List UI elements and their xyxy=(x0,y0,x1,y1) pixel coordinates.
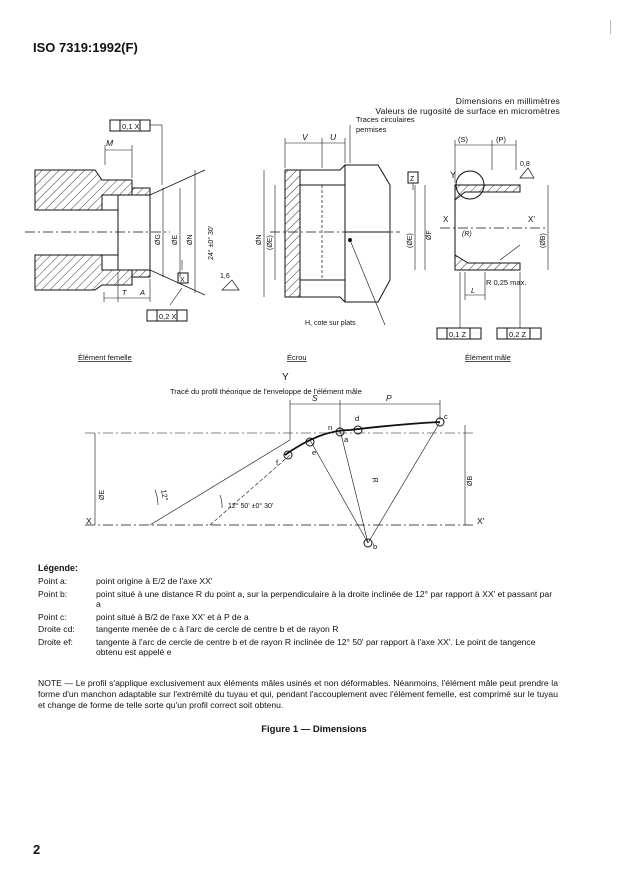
dim-phi-b-paren: (ØB) xyxy=(540,233,547,248)
dim-l: L xyxy=(471,286,475,295)
roughness-unit-note: Valeurs de rugosité de surface en microm… xyxy=(375,106,560,116)
profile-angle-1250: 12° 50' ±0° 30' xyxy=(228,502,273,510)
label-xp-male: X' xyxy=(528,215,535,224)
point-c: c xyxy=(444,412,448,421)
dim-phi-g: ØG xyxy=(155,234,162,245)
profile-angle-12: 12° xyxy=(159,489,170,502)
label-r-max: R 0,25 max. xyxy=(486,278,526,287)
dim-m: M xyxy=(106,138,114,148)
legend-item: Point b: point situé à une distance R du… xyxy=(38,589,558,610)
figure-caption: Figure 1 — Dimensions xyxy=(261,724,367,735)
point-a: a xyxy=(344,435,349,444)
legend-text: point origine à E/2 de l'axe XX' xyxy=(96,576,213,586)
profile-xp: X' xyxy=(477,516,485,526)
legend-term: Point c: xyxy=(38,611,67,622)
dim-angle-24: 24° ±0° 30' xyxy=(207,226,215,260)
profile-dim-p: P xyxy=(386,393,392,403)
figure-1-drawing: Traces circulaires permises 0,1 X 0,2 X … xyxy=(25,115,549,551)
margin-mark xyxy=(610,20,611,34)
dim-phi-f: ØF xyxy=(426,230,433,240)
legend-item: Droite ef: tangente à l'arc de cercle de… xyxy=(38,637,558,658)
dimension-notes: Dimensions en millimètres Valeurs de rug… xyxy=(375,96,560,116)
legend-item: Point c: point situé à B/2 de l'axe XX' … xyxy=(38,612,558,623)
label-x-male: X xyxy=(443,215,449,224)
rough-16: 1,6 xyxy=(220,273,230,280)
profile-phi-e: ØE xyxy=(99,490,106,500)
dim-p-paren: (P) xyxy=(496,135,507,144)
profile-title: Tracé du profil théorique de l'enveloppe… xyxy=(170,387,362,396)
page-number: 2 xyxy=(33,842,41,857)
profile-phi-b: ØB xyxy=(467,476,474,486)
dim-a: A xyxy=(139,288,145,297)
label-permises: permises xyxy=(356,125,387,134)
label-h-plats: H, cote sur plats xyxy=(305,320,356,327)
legend-text: point situé à une distance R du point a,… xyxy=(96,588,553,610)
dim-phi-e-paren-male: (ØE) xyxy=(407,233,414,248)
dim-phi-e: ØE xyxy=(172,235,179,245)
legend-title: Légende: xyxy=(38,563,79,573)
label-x-box: X xyxy=(180,277,185,284)
title-ecrou: Écrou xyxy=(287,353,307,362)
point-e: e xyxy=(312,448,316,457)
tol-02-z-male: 0,2 Z xyxy=(509,330,527,339)
legend: Point a: point origine à E/2 de l'axe XX… xyxy=(38,576,558,660)
female-element xyxy=(25,119,240,322)
legend-term: Droite ef: xyxy=(38,636,73,647)
label-z: Z xyxy=(410,176,415,183)
label-y-male: Y xyxy=(450,170,456,180)
point-f: f xyxy=(276,458,279,467)
tol-01-z-male: 0,1 Z xyxy=(449,330,467,339)
legend-item: Point a: point origine à E/2 de l'axe XX… xyxy=(38,576,558,587)
legend-term: Point b: xyxy=(38,588,68,599)
title-element-male: Élément mâle xyxy=(465,353,511,362)
dimension-unit-note: Dimensions en millimètres xyxy=(455,96,560,106)
rough-08: 0,8 xyxy=(520,161,530,168)
profile-radius-r: R xyxy=(370,476,380,484)
legend-text: point situé à B/2 de l'axe XX' et à P de… xyxy=(96,611,249,622)
profile-label-y: Y xyxy=(282,372,289,383)
dim-u: U xyxy=(330,132,337,142)
dim-v: V xyxy=(302,132,309,142)
nut xyxy=(263,125,400,326)
profile-dim-s: S xyxy=(312,393,318,403)
dim-s-paren: (S) xyxy=(458,135,469,144)
dim-phi-e-paren: (ØE) xyxy=(267,235,274,250)
legend-term: Droite cd: xyxy=(38,624,75,634)
point-d: d xyxy=(355,414,359,423)
drawing-lines xyxy=(25,119,549,548)
tol-01-x-female: 0,1 X xyxy=(122,122,140,131)
legend-item: Droite cd: tangente menée de c à l'arc d… xyxy=(38,624,558,635)
label-r-paren: (R) xyxy=(462,231,472,238)
dim-phi-n-nut: ØN xyxy=(256,235,263,246)
male-element xyxy=(407,140,549,340)
point-n: n xyxy=(328,423,332,432)
legend-text: tangente à l'arc de cercle de centre b e… xyxy=(96,636,536,658)
note-paragraph: NOTE — Le profil s'applique exclusivemen… xyxy=(38,678,558,710)
legend-term: Point a: xyxy=(38,576,68,586)
profile-x: X xyxy=(86,516,92,526)
legend-text: tangente menée de c à l'arc de cercle de… xyxy=(96,624,339,634)
title-element-femelle: Élément femelle xyxy=(78,353,132,362)
standard-header: ISO 7319:1992(F) xyxy=(33,40,138,55)
dim-phi-n-female: ØN xyxy=(187,235,194,246)
label-traces: Traces circulaires xyxy=(356,115,415,124)
tol-02-x-female: 0,2 X xyxy=(159,312,177,321)
profile-diagram xyxy=(85,400,475,548)
point-b: b xyxy=(373,542,377,551)
dim-t: T xyxy=(122,288,128,297)
